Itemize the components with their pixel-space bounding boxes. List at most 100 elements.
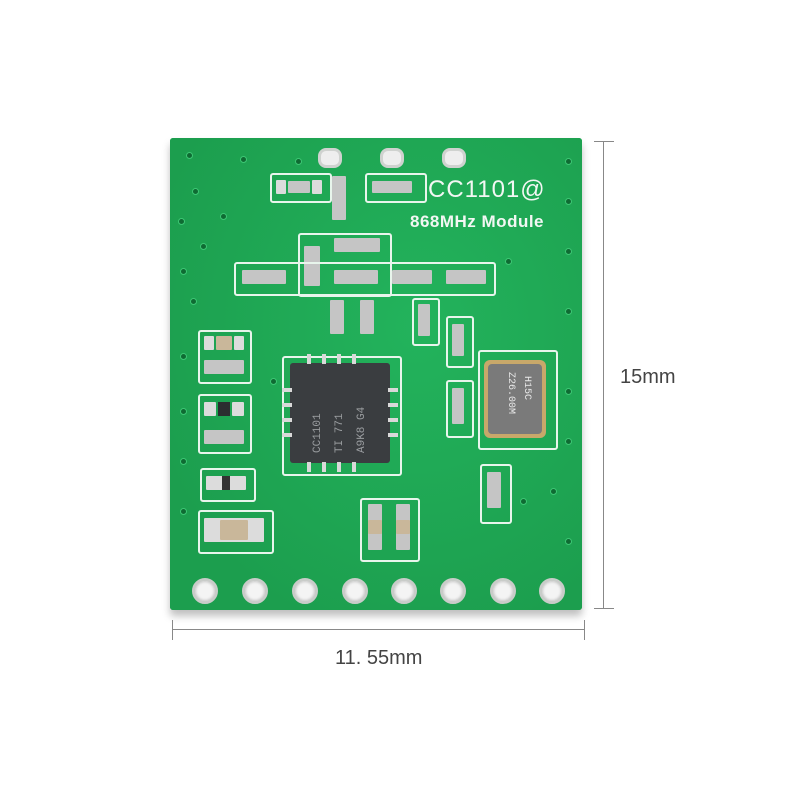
- component-outline: [270, 173, 332, 203]
- chip-pin: [352, 462, 356, 472]
- chip-pin: [388, 388, 398, 392]
- width-dimension-label: 11. 55mm: [335, 647, 423, 669]
- chip-pin: [337, 354, 341, 364]
- via: [180, 458, 187, 465]
- via: [220, 213, 227, 220]
- via: [565, 438, 572, 445]
- chip-pin: [282, 433, 292, 437]
- solder-pad: [312, 180, 322, 194]
- silkscreen-title: CC1101@: [428, 176, 546, 203]
- resistor: [418, 304, 430, 336]
- top-pin-hole: [318, 148, 342, 168]
- via: [178, 218, 185, 225]
- via: [190, 298, 197, 305]
- chip-pin: [282, 388, 292, 392]
- component-outline: [298, 233, 392, 297]
- capacitor: [204, 360, 244, 374]
- chip-outline: [282, 356, 402, 476]
- chip-pin: [388, 418, 398, 422]
- component-outline: [198, 510, 274, 554]
- solder-pad: [234, 336, 244, 350]
- via: [520, 498, 527, 505]
- pcb-module: CC1101@ 868MHz Module CC1101 TI 771 A9K8…: [170, 138, 582, 610]
- component-outline: [412, 298, 440, 346]
- resistor: [452, 324, 464, 356]
- via: [180, 408, 187, 415]
- solder-pad: [204, 402, 216, 416]
- component-outline: [200, 468, 256, 502]
- capacitor: [242, 270, 286, 284]
- capacitor: [220, 520, 248, 540]
- bottom-pin-hole: [490, 578, 516, 604]
- via: [270, 378, 277, 385]
- component-outline: [360, 498, 420, 562]
- resistor: [288, 181, 310, 193]
- via: [565, 388, 572, 395]
- crystal-marking-line: H15C: [521, 376, 532, 401]
- via: [565, 198, 572, 205]
- top-pin-hole: [442, 148, 466, 168]
- via: [192, 188, 199, 195]
- resistor-body: [222, 476, 230, 490]
- component-outline: [198, 330, 252, 384]
- via: [565, 308, 572, 315]
- cc1101-chip: CC1101 TI 771 A9K8 G4: [290, 363, 390, 463]
- via: [505, 258, 512, 265]
- width-dimension-line: [172, 629, 584, 630]
- via: [240, 156, 247, 163]
- capacitor: [204, 430, 244, 444]
- resistor: [452, 388, 464, 424]
- dimension-cap: [584, 620, 585, 640]
- crystal-outline: [478, 350, 558, 450]
- resistor: [487, 472, 501, 508]
- capacitor: [304, 246, 320, 286]
- chip-marking-line: CC1101: [312, 413, 324, 453]
- top-pin-hole: [380, 148, 404, 168]
- solder-pad: [276, 180, 286, 194]
- component-outline: [365, 173, 427, 203]
- dimension-cap: [172, 620, 173, 640]
- capacitor: [392, 270, 432, 284]
- component-outline: [446, 316, 474, 368]
- chip-pin: [322, 354, 326, 364]
- chip-marking-line: TI 771: [334, 413, 346, 453]
- via: [180, 353, 187, 360]
- via: [565, 248, 572, 255]
- crystal-marking-line: Z26.00M: [505, 372, 516, 415]
- chip-pin: [388, 403, 398, 407]
- via: [200, 243, 207, 250]
- resistor: [372, 181, 412, 193]
- resistor: [360, 300, 374, 334]
- component-outline: [198, 394, 252, 454]
- via: [550, 488, 557, 495]
- capacitor: [446, 270, 486, 284]
- capacitor: [334, 238, 380, 252]
- bottom-pin-hole: [192, 578, 218, 604]
- height-dimension-line: [603, 141, 604, 609]
- component-outline: [446, 380, 474, 438]
- resistor: [332, 176, 346, 220]
- chip-pin: [322, 462, 326, 472]
- chip-pin: [282, 403, 292, 407]
- dimension-cap: [594, 608, 614, 609]
- bottom-pin-hole: [440, 578, 466, 604]
- via: [186, 152, 193, 159]
- bottom-pin-hole: [342, 578, 368, 604]
- chip-pin: [388, 433, 398, 437]
- capacitor-body: [368, 520, 382, 534]
- via: [180, 508, 187, 515]
- silkscreen-subtitle: 868MHz Module: [410, 212, 545, 231]
- chip-pin: [307, 462, 311, 472]
- chip-pin: [337, 462, 341, 472]
- via: [565, 158, 572, 165]
- solder-pad: [204, 336, 214, 350]
- chip-pin: [282, 418, 292, 422]
- bottom-pin-hole: [391, 578, 417, 604]
- resistor: [330, 300, 344, 334]
- bottom-pin-hole: [539, 578, 565, 604]
- bottom-pin-hole: [292, 578, 318, 604]
- diode: [218, 402, 230, 416]
- solder-pad: [232, 402, 244, 416]
- component-outline: [234, 262, 496, 296]
- capacitor: [334, 270, 378, 284]
